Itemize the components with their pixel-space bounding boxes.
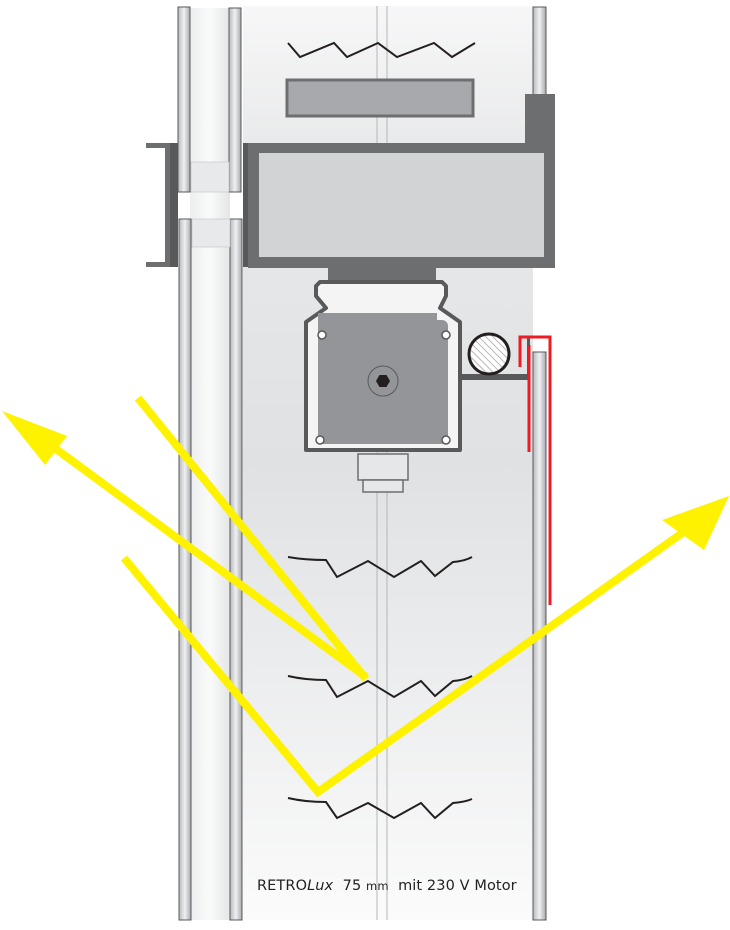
blind-slat-1 (287, 556, 473, 579)
window-frame-bracket (146, 143, 170, 267)
diagram-caption: RETROLux 75 mm mit 230 V Motor (257, 878, 517, 894)
caption-brand-bold: RETRO (257, 878, 308, 894)
head-rail-box-inner (259, 153, 544, 257)
outer-glass-pane-bottom (178, 218, 192, 921)
housing-screw-br (441, 435, 451, 445)
light-ray-arrows (53, 395, 695, 798)
inner-glass-pane-bottom (229, 218, 243, 921)
incoming-ray-lower (120, 522, 695, 798)
blind-slat-2 (287, 675, 473, 699)
arrow-head-left-icon (2, 411, 67, 465)
bottom-rail (285, 78, 475, 118)
motor-shaft-ring (367, 365, 399, 397)
red-guide-profile (518, 335, 552, 605)
bracket-inner-bar (170, 143, 178, 267)
incoming-ray-upper (134, 395, 370, 682)
reflected-ray-left (53, 445, 369, 681)
caption-brand-italic: Lux (307, 878, 334, 894)
caption-size-value: 75 (342, 878, 362, 894)
housing-screw-tr (441, 330, 451, 340)
outer-glass-pane-top (177, 6, 191, 193)
bracket-right-bar (243, 143, 249, 267)
motor-shaft-hex-icon (376, 375, 390, 387)
arrow-head-right-icon (662, 496, 729, 550)
housing-screw-tl (317, 330, 327, 340)
motor-coupling-base (362, 479, 404, 493)
motor-mount (328, 268, 436, 280)
slat-stack-zigzag (287, 41, 476, 59)
caption-suffix: mit 230 V Motor (398, 878, 517, 894)
spacer-lower (191, 218, 231, 248)
right-head-bracket (525, 94, 555, 143)
spacer-upper (190, 161, 230, 193)
housing-screw-bl (315, 435, 325, 445)
guide-arm (460, 337, 530, 380)
inner-glass-pane-top (228, 7, 242, 193)
caption-size-unit: mm (366, 879, 389, 893)
guide-rod (467, 332, 511, 376)
blind-slat-3 (287, 797, 473, 820)
motor-coupling (357, 453, 409, 481)
